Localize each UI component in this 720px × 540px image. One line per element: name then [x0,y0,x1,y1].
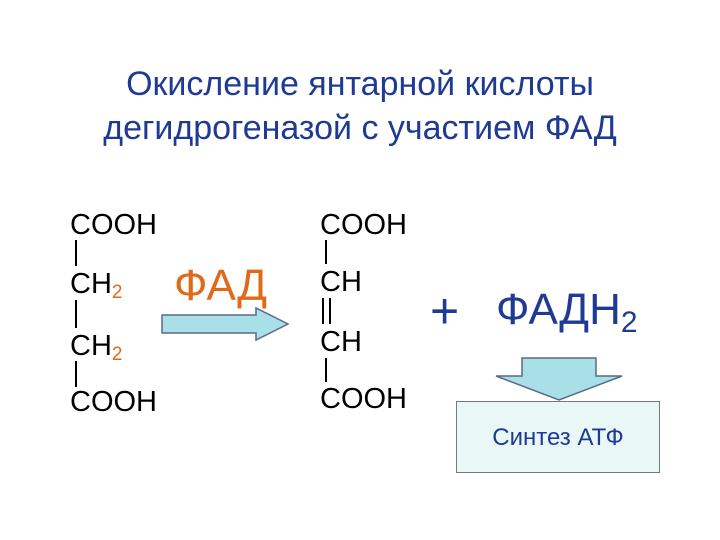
left-ch2-1-sub: 2 [111,282,123,303]
right-double-bond-b [329,298,331,324]
atp-synthesis-label: Синтез АТФ [492,424,624,451]
left-cooh-top: COOH [70,209,157,241]
right-cooh-top: COOH [320,209,407,241]
product-subscript: 2 [620,306,638,339]
right-bond-1 [325,240,327,264]
right-cooh-bottom: COOH [320,383,407,415]
product-fadh2: ФАДН2 [496,285,638,338]
reaction-arrow [161,306,290,342]
right-bond-3 [325,358,327,382]
slide-title: Окисление янтарной кислоты дегидрогеназо… [0,62,720,150]
title-line-1: Окисление янтарной кислоты [126,65,594,103]
down-arrow [495,357,623,401]
plus-sign: + [430,283,460,339]
product-label: ФАДН [496,285,621,334]
title-line-2: дегидрогеназой с участием ФАД [103,109,617,147]
left-ch2-1: CH2 [70,268,123,303]
left-ch2-2: CH2 [70,330,123,365]
left-cooh-bottom: COOH [70,386,157,418]
right-ch-1: CH [320,266,362,298]
cofactor-fad: ФАД [174,261,268,310]
right-double-bond-a [322,298,324,324]
left-ch2-1-text: CH [70,268,112,300]
left-ch2-2-sub: 2 [111,344,123,365]
left-bond-2 [75,300,77,328]
right-ch-2: CH [320,326,362,358]
atp-synthesis-box: Синтез АТФ [456,401,660,473]
left-bond-3 [75,361,77,387]
left-ch2-2-text: CH [70,330,112,362]
left-bond-1 [75,240,77,266]
